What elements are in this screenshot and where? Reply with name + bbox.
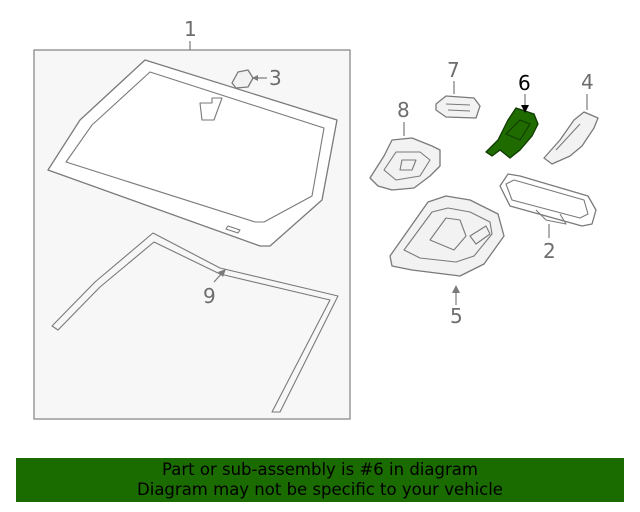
part-6-detail [505, 119, 531, 141]
callout-9[interactable]: 9 [203, 284, 216, 308]
callout-4[interactable]: 4 [581, 70, 594, 94]
part-6-shape [485, 107, 539, 159]
info-banner: Part or sub-assembly is #6 in diagram Di… [16, 458, 624, 502]
arrow-3 [252, 75, 258, 81]
windshield-glass[interactable] [47, 59, 338, 247]
windshield-molding[interactable] [51, 232, 339, 413]
rearview-mirror[interactable] [499, 173, 597, 227]
mount-bracket[interactable] [369, 137, 441, 191]
highlighted-part-6[interactable] [485, 107, 539, 159]
callout-3[interactable]: 3 [269, 66, 282, 90]
callout-2[interactable]: 2 [543, 239, 556, 263]
clip-part[interactable] [435, 95, 481, 119]
arrow-6 [521, 105, 529, 113]
parts-diagram: 1 3 9 7 8 6 4 [33, 17, 599, 420]
callout-5[interactable]: 5 [450, 304, 463, 328]
banner-line-1: Part or sub-assembly is #6 in diagram [162, 460, 478, 479]
callout-7[interactable]: 7 [447, 58, 460, 82]
trim-strip[interactable] [543, 111, 599, 165]
callout-8[interactable]: 8 [397, 98, 410, 122]
callout-6[interactable]: 6 [518, 71, 531, 95]
overhead-console[interactable] [389, 195, 505, 277]
banner-line-2: Diagram may not be specific to your vehi… [137, 480, 503, 499]
arrow-9 [218, 269, 226, 277]
callout-1[interactable]: 1 [184, 17, 197, 41]
arrow-5 [452, 285, 460, 293]
